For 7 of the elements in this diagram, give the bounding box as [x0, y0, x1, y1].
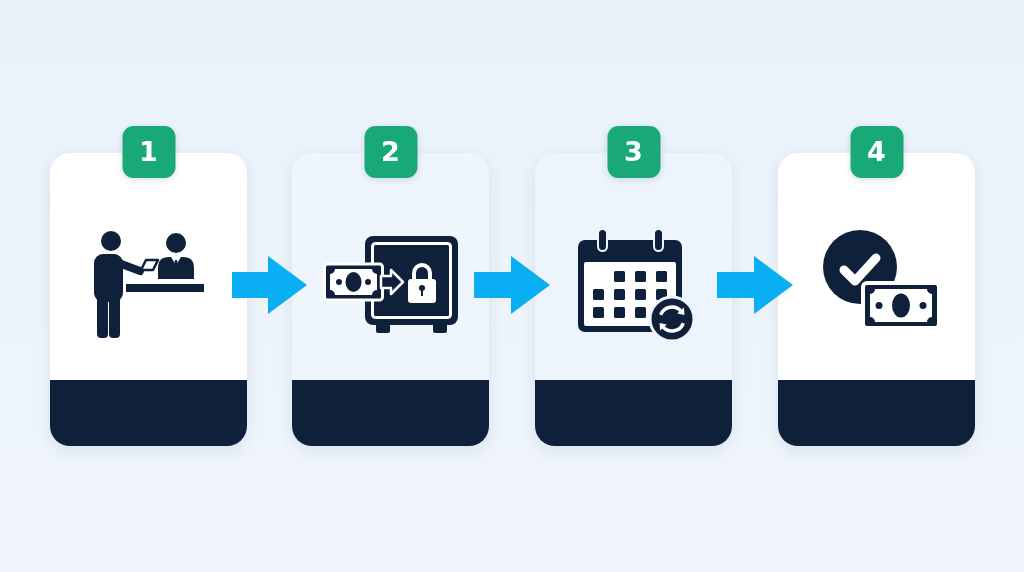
step-number-badge: 3 — [607, 126, 660, 178]
arrow — [232, 256, 307, 314]
step-number-badge: 4 — [850, 126, 903, 178]
step-number-badge: 1 — [122, 126, 175, 178]
arrow — [717, 256, 793, 314]
step-number-badge: 2 — [364, 126, 417, 178]
arrow — [474, 256, 550, 314]
